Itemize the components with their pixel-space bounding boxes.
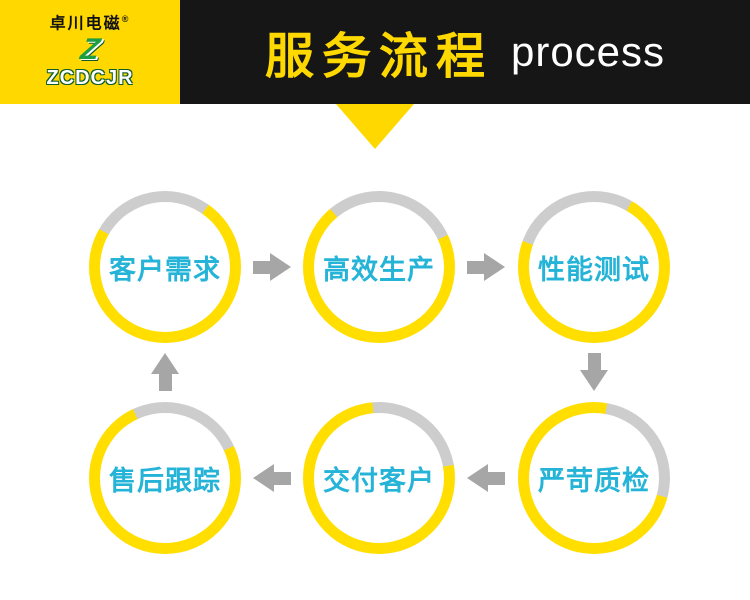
arrow-tail (158, 374, 172, 391)
arrow-tail (274, 471, 291, 485)
flow-step-customer-needs: 客户需求 (89, 191, 241, 343)
step-label: 售后跟踪 (109, 465, 221, 496)
arrow-tail (587, 353, 601, 370)
header-banner: 卓川电磁® Z ZCDCJR 服务流程 process (0, 0, 750, 104)
flow-step-after-sales-tracking: 售后跟踪 (89, 402, 241, 554)
arrow-head (151, 353, 179, 374)
logo-z-icon: Z (77, 33, 103, 66)
arrow-right-icon (253, 253, 291, 281)
arrow-head (253, 464, 274, 492)
arrow-tail (467, 260, 484, 274)
flow-step-delivery-to-customer: 交付客户 (303, 402, 455, 554)
brand-logo: 卓川电磁® Z ZCDCJR (0, 0, 180, 104)
arrow-head (580, 370, 608, 391)
brand-name-cn: 卓川电磁 (49, 15, 122, 33)
banner-title: 服务流程 process (180, 0, 750, 104)
step-label: 高效生产 (323, 254, 435, 285)
step-label: 严苛质检 (538, 465, 650, 496)
banner-title-en: process (510, 28, 666, 75)
flow-step-efficient-production: 高效生产 (303, 191, 455, 343)
brand-name-cn-line: 卓川电磁® (50, 14, 131, 34)
arrow-head (484, 253, 505, 281)
arrow-left-icon (467, 464, 505, 492)
step-label: 客户需求 (109, 254, 221, 285)
arrow-tail (488, 471, 505, 485)
flow-step-performance-test: 性能测试 (518, 191, 670, 343)
brand-name-en: ZCDCJR (46, 66, 134, 89)
arrow-down-icon (580, 353, 608, 391)
banner-title-cn: 服务流程 (264, 29, 493, 84)
step-label: 性能测试 (538, 254, 650, 285)
arrow-tail (253, 260, 270, 274)
arrow-head (270, 253, 291, 281)
arrow-right-icon (467, 253, 505, 281)
arrow-head (467, 464, 488, 492)
arrow-up-icon (151, 353, 179, 391)
step-label: 交付客户 (323, 465, 435, 496)
flow-step-strict-qc: 严苛质检 (518, 402, 670, 554)
arrow-left-icon (253, 464, 291, 492)
registered-mark: ® (121, 14, 131, 25)
banner-pointer-triangle-icon (336, 104, 414, 149)
